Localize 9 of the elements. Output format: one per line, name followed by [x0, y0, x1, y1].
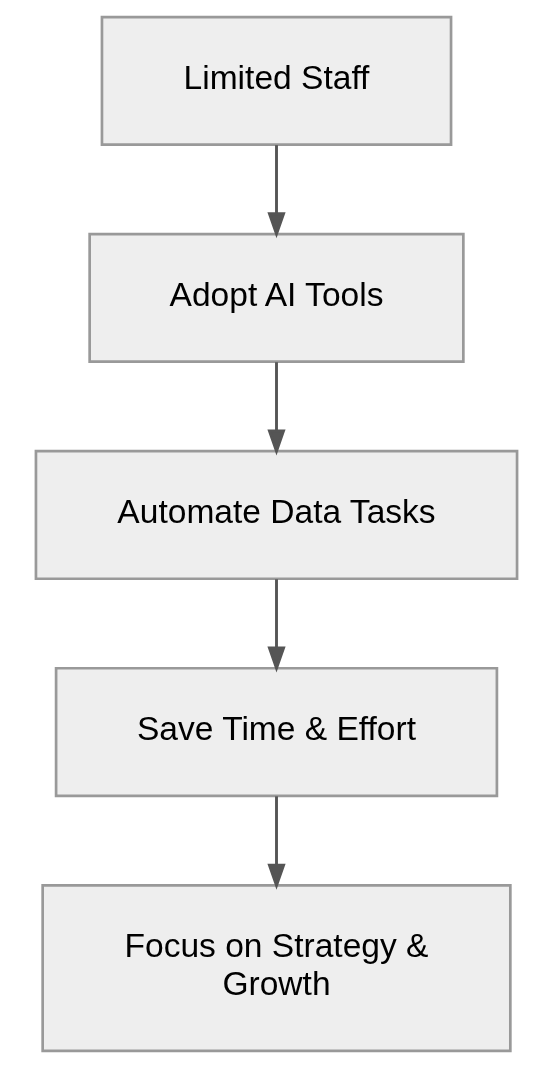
arrow — [266, 579, 286, 673]
node-box: Limited Staff — [100, 15, 452, 146]
node-box: Save Time & Effort — [54, 666, 498, 798]
node-box: Focus on Strategy & Growth — [40, 883, 512, 1053]
arrow — [266, 796, 286, 890]
arrow — [266, 362, 286, 456]
node-box: Automate Data Tasks — [34, 449, 518, 581]
node-box: Adopt AI Tools — [87, 232, 465, 364]
arrow — [266, 145, 286, 239]
